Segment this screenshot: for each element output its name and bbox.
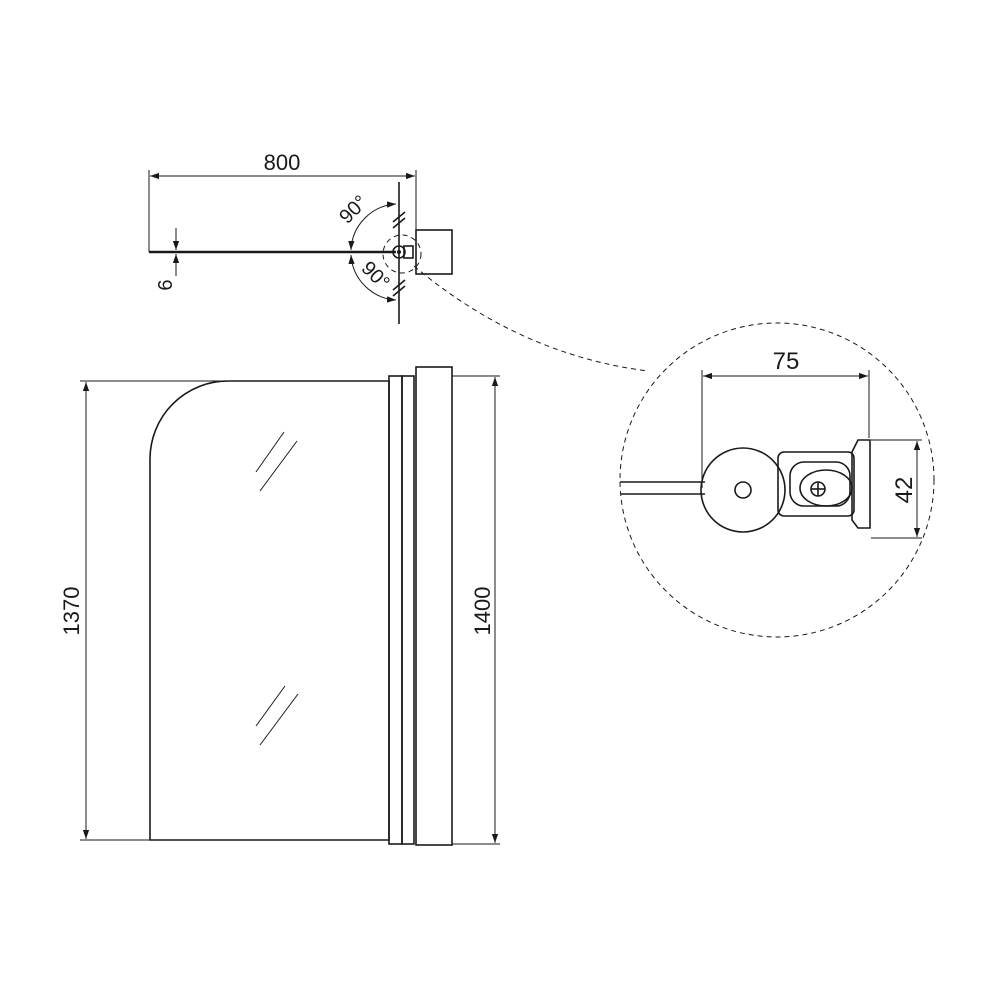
glass-reflection-mark-3	[255, 685, 286, 727]
detail-hinge-disc	[700, 447, 786, 533]
detail-bracket-body	[777, 451, 855, 517]
dimension-label-75: 75	[773, 348, 800, 375]
dimension-label-6: 6	[155, 279, 177, 290]
plan-view: 800 6 90° 90°	[148, 150, 453, 324]
wall-elevation	[415, 366, 453, 846]
detail-bracket-cap	[799, 469, 853, 507]
hinge-profile	[388, 375, 403, 845]
detail-marker-circle	[382, 234, 422, 274]
glass-reflection-mark-2	[259, 440, 298, 492]
detail-bracket-slot	[789, 461, 851, 507]
dimension-label-42: 42	[891, 477, 918, 504]
detail-leader-line	[413, 265, 649, 372]
glass-reflection-mark-4	[259, 693, 299, 746]
dimension-label-800: 800	[264, 150, 301, 175]
wall-profile	[401, 375, 415, 845]
detail-view: 75 42	[619, 322, 935, 638]
angle-arc-upper	[348, 201, 397, 251]
wall-bracket-plan	[403, 245, 414, 259]
angle-label-lower: 90°	[357, 257, 394, 294]
wall-plan	[415, 229, 453, 275]
hinge-pin-plan	[397, 250, 401, 254]
front-elevation: 1370 1400	[59, 366, 500, 846]
detail-wall-plate	[851, 439, 871, 529]
angle-arc-lower	[348, 254, 397, 303]
hinge-plan	[392, 245, 406, 259]
detail-circle	[619, 322, 935, 638]
angle-label-upper: 90°	[335, 191, 372, 228]
dimension-label-1370: 1370	[59, 587, 84, 636]
glass-panel-elevation	[149, 380, 390, 841]
dimension-label-1400: 1400	[470, 587, 495, 636]
detail-hinge-pin	[734, 481, 752, 499]
glass-reflection-mark-1	[255, 431, 285, 473]
